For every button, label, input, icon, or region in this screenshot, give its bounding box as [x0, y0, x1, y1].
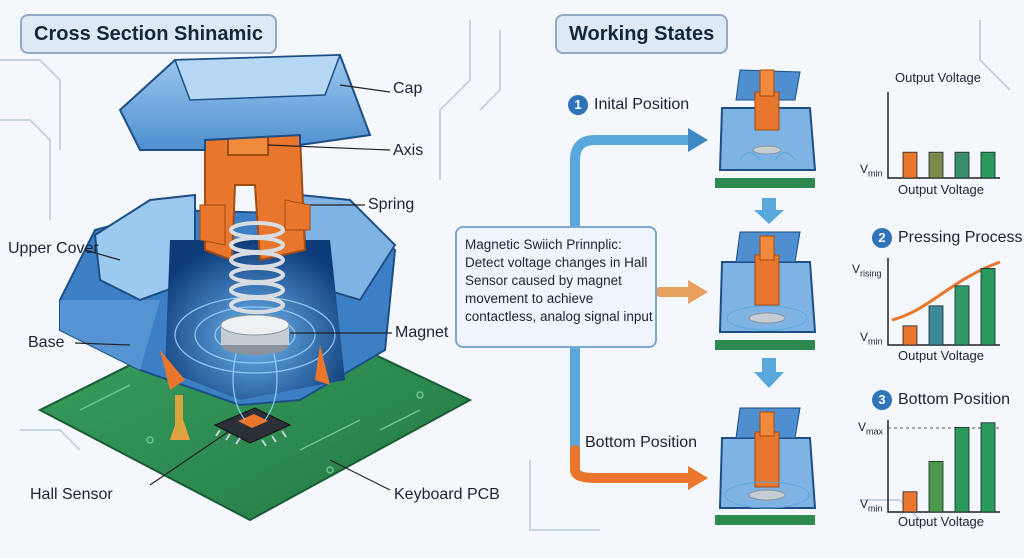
keycap	[118, 53, 372, 151]
note-line-1: Detect voltage changes in Hall	[465, 255, 648, 270]
state-2-label: 2 Pressing Process	[872, 228, 1023, 248]
label-upper-cover: Upper Cover	[8, 240, 99, 257]
state-switch-3	[715, 407, 817, 525]
chart-3-vmax: Vmax	[858, 420, 884, 437]
arrow-head-2	[688, 280, 708, 304]
left-title: Cross Section Shinamic	[20, 14, 277, 54]
right-title: Working States	[555, 14, 729, 54]
label-hall-sensor: Hall Sensor	[30, 486, 113, 503]
chart-2-vmin: Vmin	[860, 330, 883, 347]
note-heading: Magnetic Swiich Prinnplic:	[465, 237, 622, 252]
down-arrow-1	[754, 198, 784, 224]
flow-arrows	[570, 135, 695, 483]
arrow-head-3	[688, 466, 708, 490]
chart-1-bar-1	[902, 151, 918, 179]
bottom-arrow-label: Bottom Position	[585, 434, 698, 451]
label-axis: Axis	[393, 142, 424, 159]
down-arrow-2	[754, 358, 784, 388]
chart-2-vrising: Vrising	[852, 262, 882, 279]
note-line-2: Sensor caused by magnet	[465, 273, 622, 288]
state-2-text: Pressing Process	[898, 229, 1023, 246]
label-keyboard-pcb: Keyboard PCB	[394, 486, 500, 503]
note-line-4: contactless, analog signal input	[465, 309, 653, 324]
state-switch-1	[715, 69, 817, 188]
arrow-head-1	[688, 128, 708, 152]
chart-3-bar-1	[902, 491, 918, 513]
chart-1-bar-4	[980, 151, 996, 179]
label-magnet: Magnet	[395, 324, 449, 341]
state-1-label: 1 Inital Position	[568, 95, 689, 115]
magnet	[220, 314, 290, 355]
hall-sensor-chip	[213, 407, 292, 447]
label-base: Base	[28, 334, 65, 351]
state-3-label: 3 Bottom Position	[872, 390, 1010, 410]
chart-1-xlabel: Output Voltage	[898, 182, 985, 197]
state-switch-2	[715, 231, 817, 350]
chart-3-xlabel: Output Voltage	[898, 514, 985, 529]
state-3-badge: 3	[872, 390, 892, 410]
chart-2-xlabel: Output Voltage	[898, 348, 985, 363]
leader-lines	[74, 84, 392, 491]
switch-spring	[229, 221, 285, 314]
label-cap: Cap	[393, 80, 423, 97]
chart-bars	[902, 151, 996, 513]
note-line-3: movement to achieve	[465, 291, 594, 306]
state-1-text: Inital Position	[594, 96, 690, 113]
chart-2-bar-2	[928, 305, 944, 346]
state-1-badge: 1	[568, 95, 588, 115]
circuit-traces	[0, 20, 1011, 531]
chart-2-bar-4	[980, 268, 996, 346]
state-3-text: Bottom Position	[898, 391, 1011, 408]
chart-3-bar-2	[928, 460, 944, 513]
state-2-badge: 2	[872, 228, 892, 248]
chart-3-bar-3	[954, 426, 970, 513]
chart-3-vmin: Vmin	[860, 497, 883, 514]
label-spring: Spring	[368, 196, 415, 213]
chart-1-bar-2	[928, 151, 944, 179]
chart-2-bar-1	[902, 325, 918, 346]
chart-1-title: Output Voltage	[895, 70, 982, 85]
chart-1-bar-3	[954, 151, 970, 179]
chart-3-bar-4	[980, 422, 996, 513]
principle-note: Magnetic Swiich Prinnplic: Detect voltag…	[455, 226, 657, 348]
chart-1-vmin: Vmin	[860, 162, 883, 179]
chart-2-bar-3	[954, 285, 970, 346]
